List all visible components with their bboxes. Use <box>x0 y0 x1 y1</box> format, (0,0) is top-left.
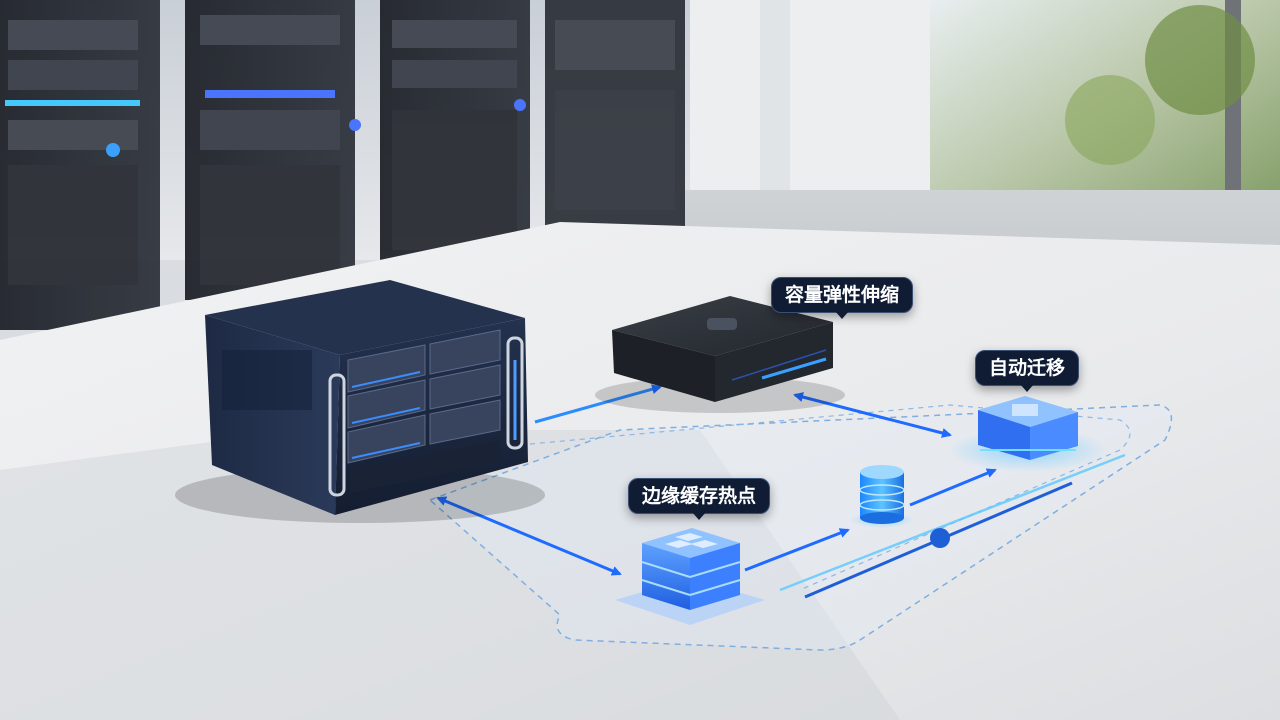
mini-led <box>761 357 827 380</box>
rack-light <box>205 90 335 98</box>
storage-block-icon <box>948 396 1108 472</box>
flow-line <box>779 453 1126 592</box>
curtain-fold <box>760 0 790 200</box>
callout-capacity: 容量弹性伸缩 <box>771 277 914 319</box>
mini-side <box>612 330 715 402</box>
stack-layer <box>689 579 741 596</box>
nas-drive-bays <box>347 329 501 464</box>
rack-panel <box>8 165 138 285</box>
block-right <box>1030 412 1078 460</box>
mini-front <box>715 322 833 402</box>
block-left <box>978 410 1030 460</box>
foliage <box>1065 75 1155 165</box>
stack-right <box>690 543 740 610</box>
nas-handle <box>328 373 346 497</box>
rack-panel <box>392 20 517 48</box>
cylinder-bottom <box>860 512 904 524</box>
rack-light <box>5 100 140 106</box>
cylinder-top <box>860 465 904 479</box>
nas-top <box>205 280 525 355</box>
rack-panel <box>392 60 517 88</box>
flow-node <box>930 528 950 548</box>
rack-indicator <box>106 143 120 157</box>
block-top-mark <box>1012 404 1038 416</box>
stack-left <box>642 543 690 610</box>
rack-panel <box>392 110 517 250</box>
nas-handle <box>506 336 524 450</box>
rack-panel <box>200 15 340 45</box>
storage-stack-icon <box>615 528 765 625</box>
foliage <box>1145 5 1255 115</box>
flow-arrow <box>436 496 622 576</box>
database-cylinder-icon <box>850 465 914 528</box>
mini-led <box>731 349 827 381</box>
rack-panel <box>8 60 138 90</box>
callout-auto-migrate: 自动迁移 <box>975 350 1080 392</box>
cylinder-ring <box>859 484 905 496</box>
flow-arrow <box>909 468 997 507</box>
rack-panel <box>8 20 138 50</box>
stack-layer <box>641 579 691 596</box>
flow-arrow <box>744 528 850 572</box>
rack-indicator <box>349 119 361 131</box>
rack-indicator <box>514 99 526 111</box>
stack-top <box>642 528 740 558</box>
rack-panel <box>200 110 340 150</box>
server-racks <box>0 0 685 330</box>
cylinder-ring <box>859 499 905 511</box>
stack-top-tiles <box>665 533 718 548</box>
flow-arrow <box>793 392 952 438</box>
rack-panel <box>555 20 675 70</box>
stack-layer <box>641 561 691 578</box>
nas-vent <box>222 350 312 410</box>
rack-panel <box>200 165 340 285</box>
mini-logo <box>707 318 737 330</box>
stack-layer <box>689 561 741 578</box>
callout-edge-cache: 边缘缓存热点 <box>628 478 771 520</box>
curtain <box>690 0 930 200</box>
rack-panel <box>8 120 138 150</box>
rack-panel <box>555 90 675 210</box>
nas-server-icon <box>175 280 545 523</box>
flow-arrow <box>534 384 662 424</box>
nas-io-panel <box>350 440 500 493</box>
network-boundary-inner <box>519 404 1131 591</box>
